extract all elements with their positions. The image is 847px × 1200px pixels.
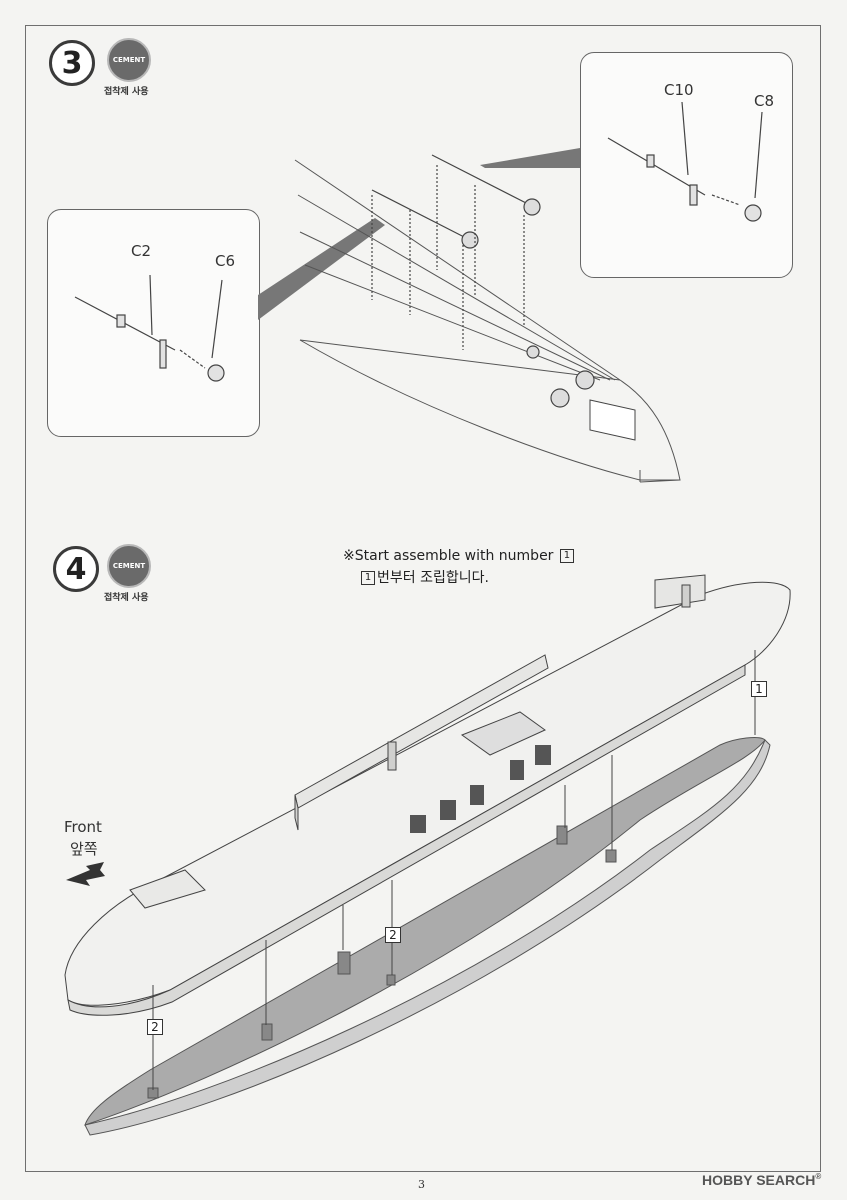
detail-box-left [47, 209, 260, 437]
note-number-box: 1 [559, 549, 574, 563]
zoom-wedge-right [480, 148, 580, 168]
lower-hull [84, 737, 771, 1136]
watermark-text: HOBBY SEARCH [702, 1172, 816, 1188]
note-symbol: ※ [343, 548, 355, 564]
cement-label: CEMENT [112, 562, 146, 570]
callout-2: 2 [385, 927, 401, 943]
cement-label: CEMENT [112, 56, 146, 64]
front-arrow [66, 862, 105, 886]
note-ko-number-box: 1 [361, 571, 375, 585]
note-text-en: Start assemble with number [354, 548, 554, 564]
boom-detail-left [74, 274, 225, 382]
bow-hull [294, 159, 681, 483]
step-3-number: 3 [61, 45, 83, 81]
cement-caption: 접착제 사용 [104, 593, 149, 603]
step-3-badge: 3 [49, 40, 95, 86]
part-label-c2: C2 [131, 242, 152, 260]
cement-icon: CEMENT [107, 38, 151, 82]
part-label-c8: C8 [754, 92, 775, 110]
boom-detail-right [607, 101, 763, 222]
front-label-ko: 앞쪽 [70, 840, 98, 858]
callout-1: 1 [751, 681, 767, 697]
watermark: HOBBY SEARCH® [702, 1172, 821, 1188]
page-number: 3 [418, 1178, 425, 1191]
part-label-c10: C10 [664, 81, 694, 99]
zoom-wedge-left [258, 218, 385, 320]
boom-assembly-main [371, 154, 595, 408]
page-frame [25, 25, 821, 1172]
cement-caption: 접착제 사용 [104, 87, 149, 97]
upper-hull [64, 574, 791, 1016]
watermark-reg: ® [815, 1172, 822, 1181]
callout-2: 2 [147, 1019, 163, 1035]
step-4-number: 4 [65, 551, 87, 587]
step-4-badge: 4 [53, 546, 99, 592]
assembly-note-en: ※Start assemble with number 1 [343, 548, 576, 564]
assembly-guide-lines [152, 650, 756, 1090]
front-label-en: Front [64, 818, 102, 836]
part-label-c6: C6 [215, 252, 236, 270]
note-text-ko: 번부터 조립합니다. [377, 570, 489, 586]
cement-icon: CEMENT [107, 544, 151, 588]
hatch-detail [589, 399, 636, 441]
